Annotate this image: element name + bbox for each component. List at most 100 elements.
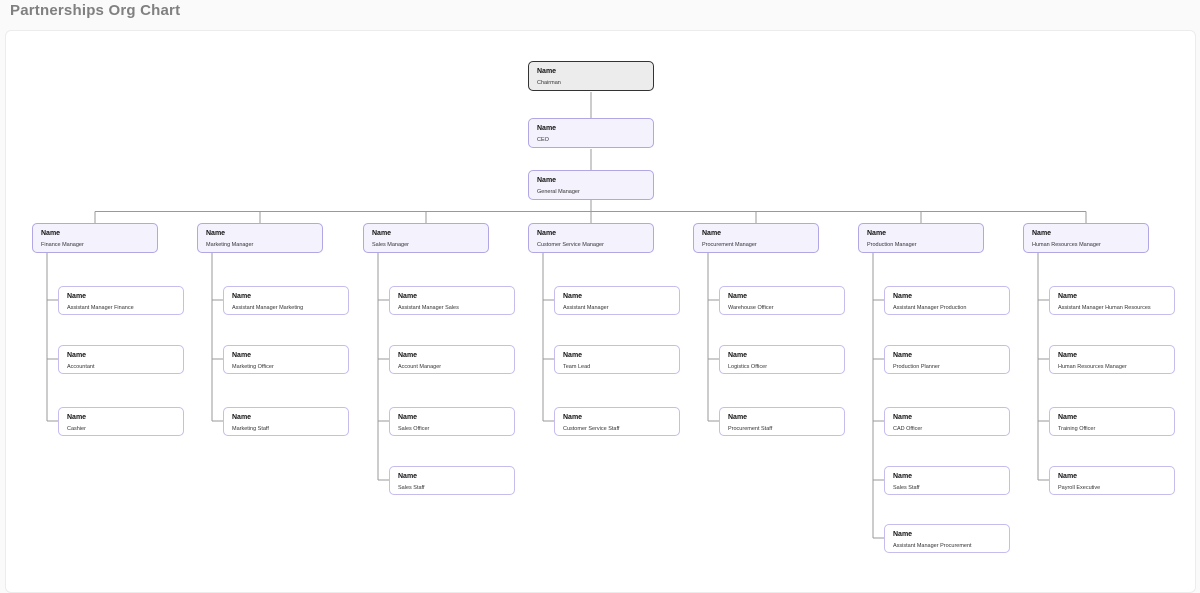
node-role: CEO xyxy=(537,137,549,143)
node-role: Production Manager xyxy=(867,242,917,248)
node-name-label: Name xyxy=(563,293,583,300)
node-role: Cashier xyxy=(67,426,86,432)
node-name-label: Name xyxy=(232,352,252,359)
node-role: General Manager xyxy=(537,189,580,195)
node-role: Assistant Manager Human Resources xyxy=(1058,305,1151,311)
node-role: Sales Manager xyxy=(372,242,409,248)
node-name-label: Name xyxy=(728,352,748,359)
node-role: Marketing Staff xyxy=(232,426,269,432)
node-role: Team Lead xyxy=(563,364,591,370)
node-name-label: Name xyxy=(893,293,913,300)
node-name-label: Name xyxy=(398,352,418,359)
node-name-label: Name xyxy=(728,414,748,421)
node-name-label: Name xyxy=(702,230,722,237)
node-role: Production Planner xyxy=(893,364,940,370)
node-name-label: Name xyxy=(372,230,392,237)
node-role: Assistant Manager xyxy=(563,305,609,311)
node-name-label: Name xyxy=(1058,352,1078,359)
node-name-label: Name xyxy=(1058,414,1078,421)
node-role: Customer Service Manager xyxy=(537,242,604,248)
node-name-label: Name xyxy=(537,125,557,132)
node-role: Logistics Officer xyxy=(728,364,768,370)
node-name-label: Name xyxy=(398,414,418,421)
node-name-label: Name xyxy=(563,352,583,359)
node-role: Human Resources Manager xyxy=(1032,242,1101,248)
node-role: Warehouse Officer xyxy=(728,305,774,311)
node-role: CAD Officer xyxy=(893,426,923,432)
node-role: Procurement Manager xyxy=(702,242,757,248)
node-role: Procurement Staff xyxy=(728,426,773,432)
node-role: Assistant Manager Sales xyxy=(398,305,459,311)
node-role: Sales Staff xyxy=(398,485,425,491)
node-name-label: Name xyxy=(398,473,418,480)
node-role: Finance Manager xyxy=(41,242,84,248)
node-name-label: Name xyxy=(537,68,557,75)
node-role: Sales Officer xyxy=(398,426,430,432)
node-name-label: Name xyxy=(537,230,557,237)
node-role: Marketing Manager xyxy=(206,242,254,248)
node-name-label: Name xyxy=(893,414,913,421)
node-name-label: Name xyxy=(206,230,226,237)
node-role: Human Resources Manager xyxy=(1058,364,1127,370)
node-role: Account Manager xyxy=(398,364,442,370)
node-role: Assistant Manager Production xyxy=(893,305,967,311)
node-role: Training Officer xyxy=(1058,426,1096,432)
node-name-label: Name xyxy=(41,230,61,237)
node-name-label: Name xyxy=(67,293,87,300)
node-role: Chairman xyxy=(537,80,561,86)
node-role: Assistant Manager Finance xyxy=(67,305,134,311)
node-name-label: Name xyxy=(893,473,913,480)
node-role: Customer Service Staff xyxy=(563,426,620,432)
node-name-label: Name xyxy=(398,293,418,300)
node-name-label: Name xyxy=(893,352,913,359)
node-name-label: Name xyxy=(232,293,252,300)
node-role: Assistant Manager Marketing xyxy=(232,305,304,311)
node-role: Accountant xyxy=(67,364,95,370)
node-role: Marketing Officer xyxy=(232,364,274,370)
node-name-label: Name xyxy=(893,531,913,538)
node-name-label: Name xyxy=(537,177,557,184)
node-name-label: Name xyxy=(67,352,87,359)
node-name-label: Name xyxy=(1058,473,1078,480)
node-name-label: Name xyxy=(1032,230,1052,237)
node-name-label: Name xyxy=(67,414,87,421)
node-role: Sales Staff xyxy=(893,485,920,491)
